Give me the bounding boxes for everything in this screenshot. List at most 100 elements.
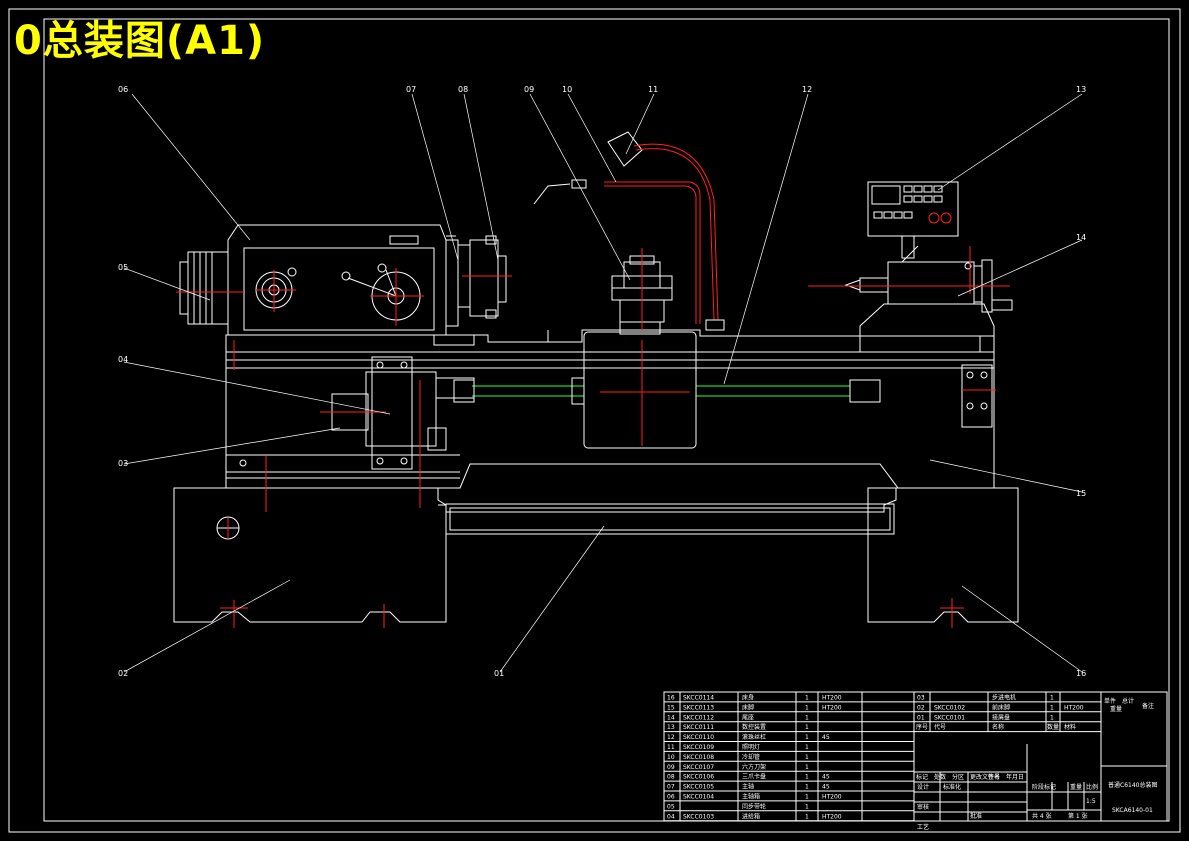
spindle-chuck	[457, 235, 507, 319]
bom-row-name: 主轴箱	[742, 793, 760, 801]
scale-label: 比例	[1086, 783, 1098, 791]
bom-row-code: SKCC0103	[683, 813, 714, 820]
drawing-name: 普通C6140总装图	[1108, 781, 1157, 789]
bom-header-code: 代号	[934, 723, 946, 731]
bom-row-no: 10	[667, 754, 675, 761]
bom-row-code: SKCC0106	[683, 774, 714, 781]
bom-row-material: HT200	[822, 704, 842, 711]
role-label: 工艺	[917, 823, 929, 831]
bom-row-code: SKCC0101	[934, 714, 965, 721]
bom-row-code: SKCC0102	[934, 704, 965, 711]
feed-box	[239, 356, 475, 470]
bom-row-qty: 1	[805, 734, 809, 741]
scale-value: 1:5	[1086, 798, 1096, 805]
bom-row-qty: 1	[805, 714, 809, 721]
revision-header: 处数	[934, 773, 946, 781]
bom-row-name: 照明灯	[742, 743, 760, 751]
bom-row-no: 01	[917, 714, 925, 721]
inner-border	[43, 18, 1170, 822]
bom-row-name: 数控装置	[742, 723, 766, 731]
sheet-count: 共 4 张	[1032, 812, 1052, 820]
bom-row-code: SKCC0113	[683, 704, 714, 711]
bom-row-code: SKCC0107	[683, 764, 714, 771]
bom-row-qty: 1	[805, 813, 809, 820]
bom-row-code: SKCC0110	[683, 734, 714, 741]
bom-row-qty: 1	[805, 803, 809, 810]
part-label: 06	[118, 85, 128, 94]
bom-row-name: 床身	[742, 694, 754, 702]
bom-row-no: 14	[667, 714, 675, 721]
bom-header-unit-weight: 单件	[1104, 697, 1116, 705]
revision-header: 标记	[916, 773, 928, 781]
part-label: 09	[524, 85, 534, 94]
bom-row-name: 接屑盘	[992, 713, 1010, 721]
headstock	[227, 224, 475, 346]
bom-row-material: HT200	[822, 794, 842, 801]
bom-row-no: 02	[917, 704, 925, 711]
bom-row-material: 45	[822, 784, 830, 791]
bom-header-name: 名称	[992, 723, 1004, 731]
weight-label: 重量	[1070, 783, 1082, 791]
bom-row-name: 前床脚	[992, 703, 1010, 711]
part-label: 01	[494, 669, 504, 678]
bom-row-no: 07	[667, 784, 675, 791]
bom-row-qty: 1	[805, 704, 809, 711]
center-lines	[176, 246, 1010, 628]
bom-row-code: SKCC0111	[683, 724, 714, 731]
belt-pulley	[179, 251, 229, 325]
bom-row-name: 滚珠丝杠	[742, 733, 766, 741]
part-label: 07	[406, 85, 416, 94]
role-label: 设计	[917, 783, 929, 791]
revision-header: 年月日	[1006, 773, 1024, 781]
bom-row-name: 尾座	[742, 713, 754, 721]
part-label: 13	[1076, 85, 1086, 94]
bom-row-qty: 1	[805, 744, 809, 751]
cnc-control-panel	[867, 181, 959, 259]
bom-row-name: 进给箱	[742, 812, 760, 820]
part-label: 02	[118, 669, 128, 678]
tailstock	[844, 245, 1013, 337]
part-label: 12	[802, 85, 812, 94]
bom-row-code: SKCC0114	[683, 695, 714, 702]
bom-row-no: 13	[667, 724, 675, 731]
bom-row-name: 同步带轮	[742, 802, 766, 810]
bom-row-code: SKCC0104	[683, 794, 714, 801]
bom-row-name: 冷却管	[742, 753, 760, 761]
bom-row-qty: 1	[805, 794, 809, 801]
carriage	[583, 321, 697, 449]
work-lamp	[607, 131, 725, 331]
part-label: 08	[458, 85, 468, 94]
lathe-bed-body	[225, 329, 995, 489]
revision-header: 签名	[988, 773, 1000, 781]
sheet-number: 第 1 张	[1068, 812, 1088, 820]
bom-row-no: 09	[667, 764, 675, 771]
part-label: 14	[1076, 233, 1086, 242]
bom-header-no: 序号	[916, 723, 928, 731]
bom-row-material: HT200	[822, 695, 842, 702]
revision-header: 分区	[952, 773, 964, 781]
drawing-title: 0总装图(A1)	[14, 18, 266, 64]
bom-row-material: 45	[822, 734, 830, 741]
bom-row-name: 六方刀架	[742, 763, 766, 771]
bom-row-no: 06	[667, 794, 675, 801]
part-label: 16	[1076, 669, 1086, 678]
bom-row-qty: 1	[805, 695, 809, 702]
ball-screw	[453, 377, 881, 405]
part-label: 10	[562, 85, 572, 94]
bom-row-qty: 1	[805, 764, 809, 771]
bom-header-material: 材料	[1064, 723, 1076, 731]
bom-header-qty: 数量	[1047, 723, 1059, 731]
part-label: 15	[1076, 489, 1086, 498]
bom-row-code: SKCC0112	[683, 714, 714, 721]
coolant-pipe	[533, 179, 701, 324]
bom-row-qty: 1	[805, 774, 809, 781]
part-label: 05	[118, 263, 128, 272]
leader-lines	[123, 93, 1083, 673]
bom-row-no: 04	[667, 813, 675, 820]
bom-header-total-weight: 总计	[1122, 697, 1134, 705]
approve-label: 批准	[970, 812, 982, 820]
bom-row-qty: 1	[805, 784, 809, 791]
bom-row-no: 16	[667, 695, 675, 702]
